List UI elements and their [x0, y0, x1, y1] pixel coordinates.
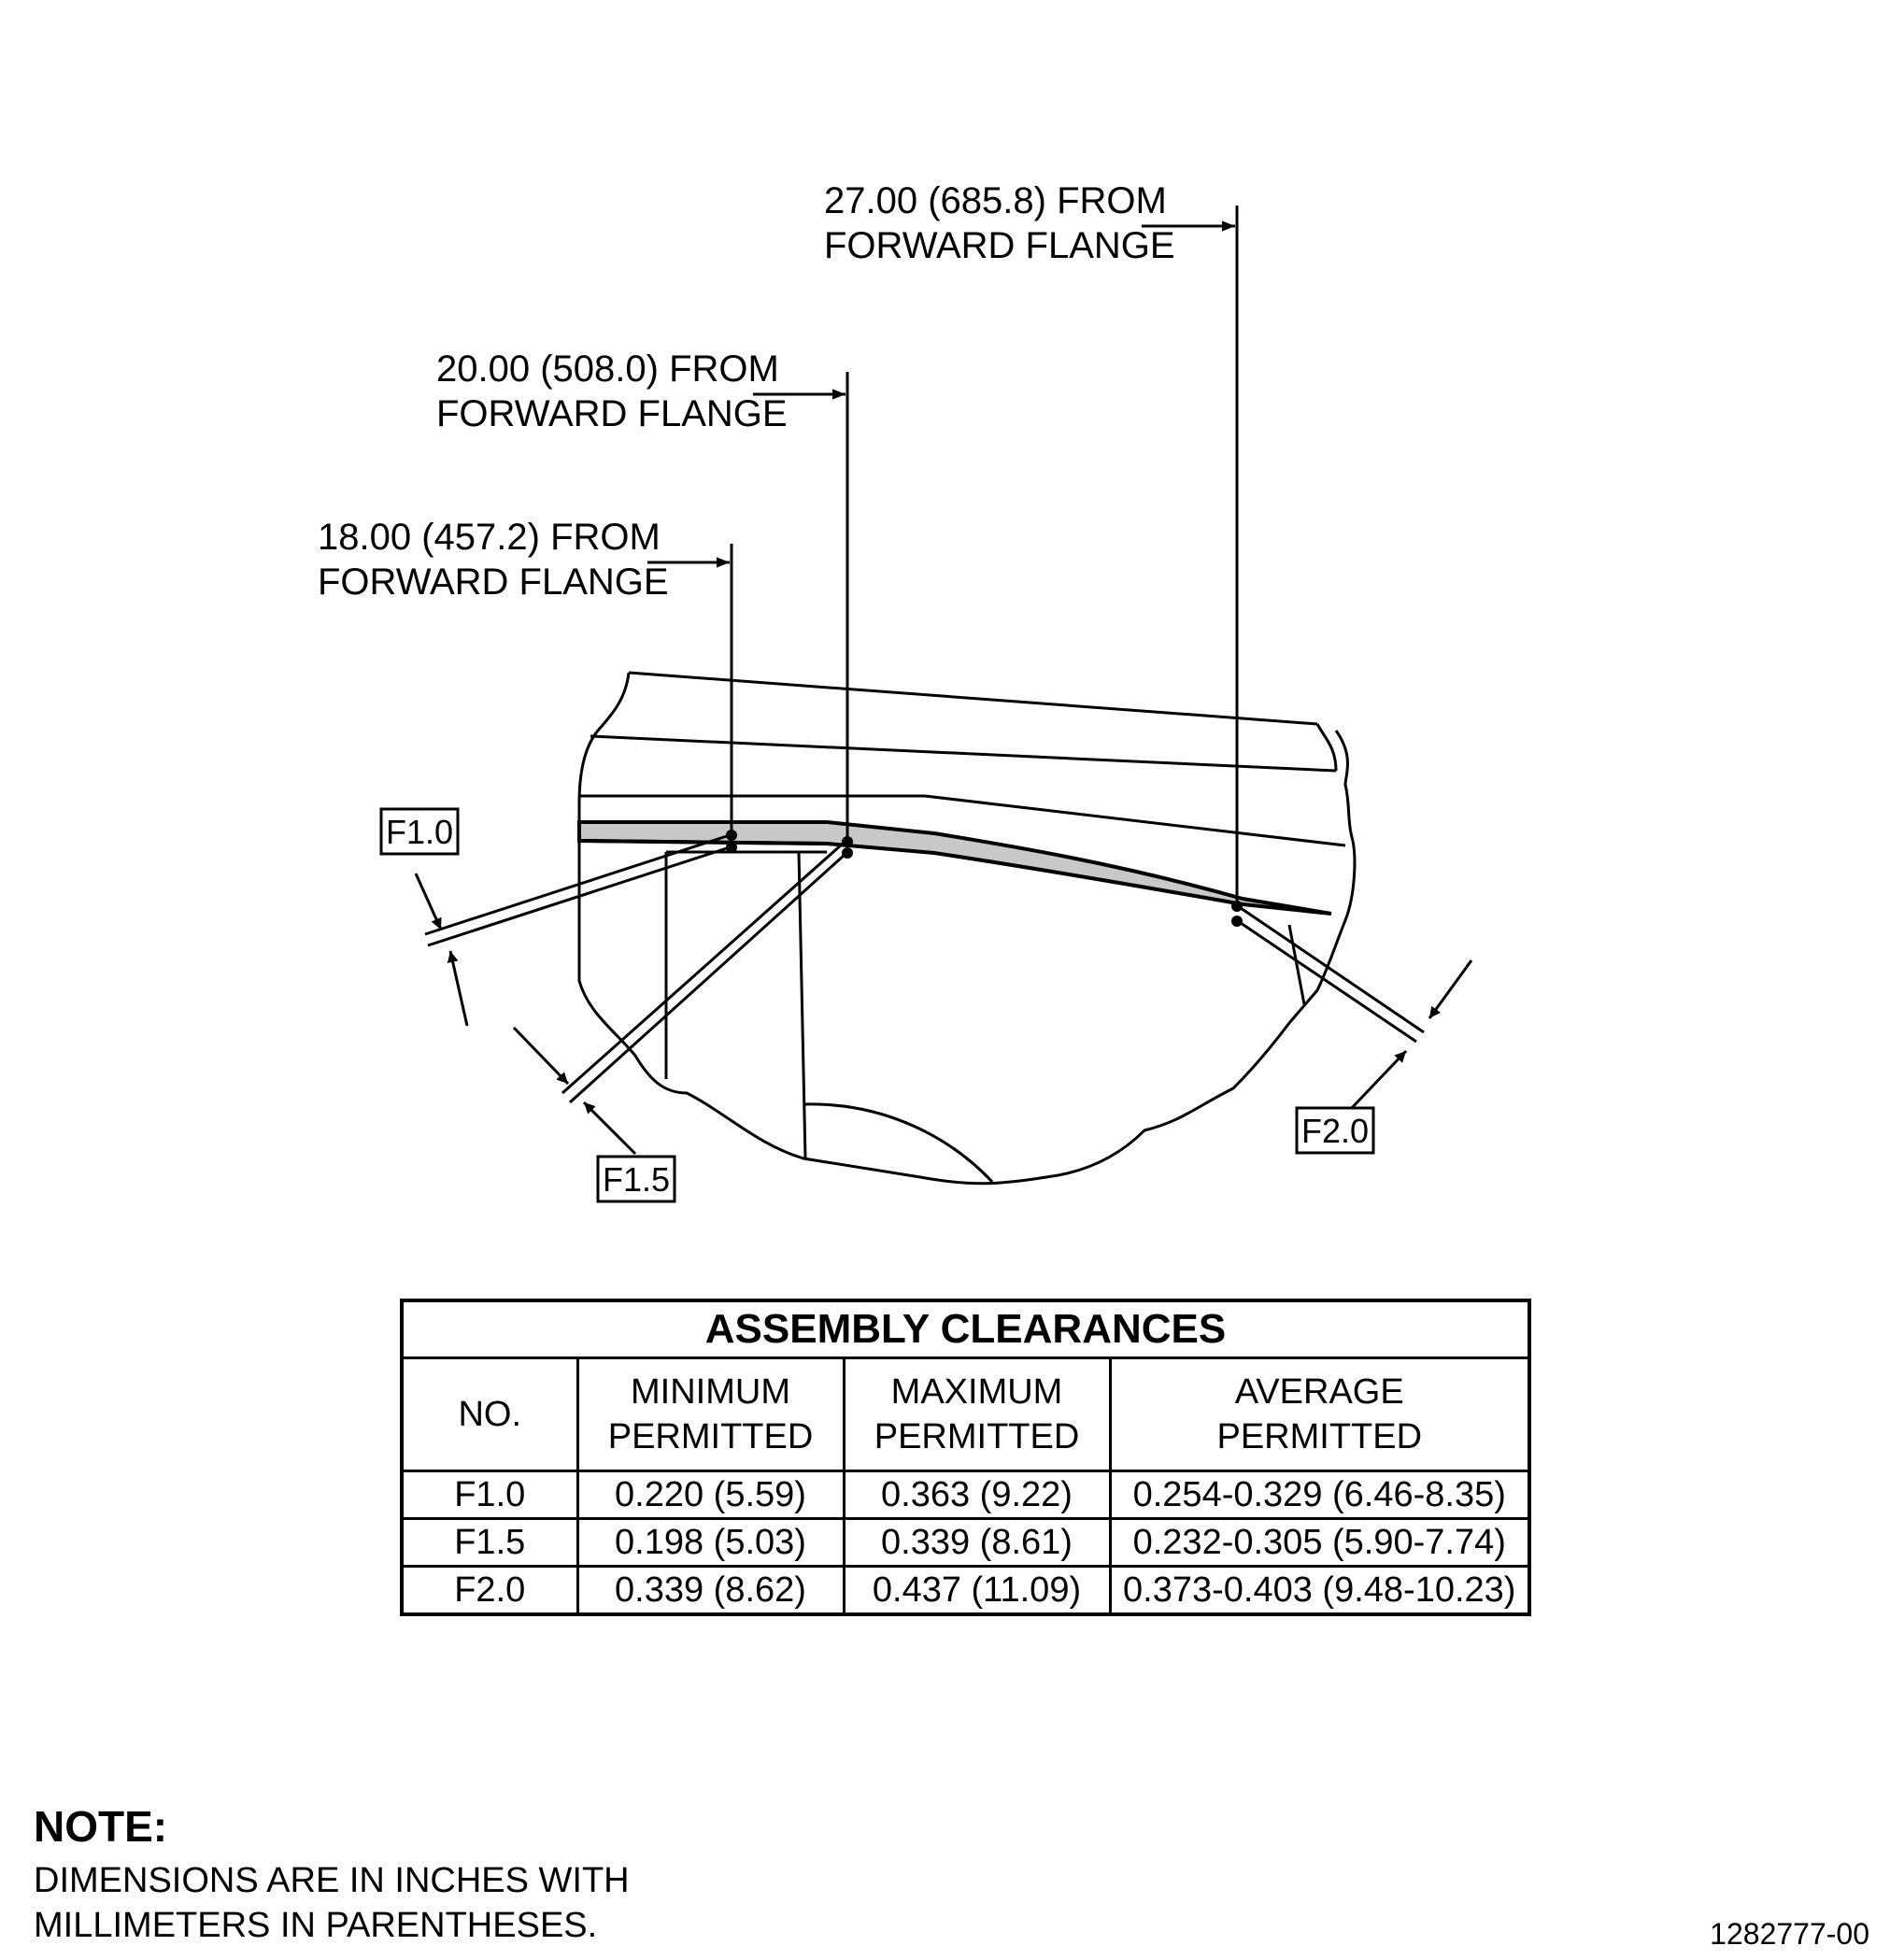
svg-text:20.00 (508.0) FROM: 20.00 (508.0) FROM — [436, 348, 779, 390]
outer-edge — [628, 671, 1318, 726]
row-max: 0.437 (11.09) — [842, 1565, 1112, 1616]
svg-text:F1.0: F1.0 — [386, 813, 453, 851]
row-max: 0.339 (8.61) — [842, 1517, 1112, 1568]
station-lines — [730, 206, 1239, 906]
row-no: F1.0 — [400, 1470, 579, 1520]
note-line-1: DIMENSIONS ARE IN INCHES WITH — [34, 1861, 630, 1900]
inner-line-3 — [924, 794, 1346, 847]
part-section — [577, 671, 1357, 1186]
row-no: F1.5 — [400, 1517, 579, 1568]
callout-arrows — [647, 220, 1235, 568]
gauge-f10 — [414, 833, 731, 1027]
row-max: 0.363 (9.22) — [842, 1470, 1112, 1520]
col-header-no: NO. — [400, 1356, 579, 1472]
row-min: 0.339 (8.62) — [576, 1565, 846, 1616]
point-f20-lower — [1231, 916, 1243, 927]
table-title: ASSEMBLY CLEARANCES — [400, 1299, 1531, 1359]
document-number: 1282777-00 — [1710, 1917, 1869, 1951]
note-title: NOTE: — [34, 1802, 168, 1851]
row-avg: 0.232-0.305 (5.90-7.74) — [1108, 1517, 1531, 1568]
cavity-arc — [804, 1102, 994, 1184]
callout-18: 18.00 (457.2) FROM FORWARD FLANGE — [318, 517, 669, 603]
row-min: 0.198 (5.03) — [576, 1517, 846, 1568]
gauge-f20 — [1240, 906, 1473, 1114]
svg-text:F1.5: F1.5 — [603, 1160, 670, 1199]
callout-20: 20.00 (508.0) FROM FORWARD FLANGE — [436, 348, 788, 434]
table-row: F1.5 0.198 (5.03) 0.339 (8.61) 0.232-0.3… — [400, 1517, 1531, 1568]
row-min: 0.220 (5.59) — [576, 1470, 846, 1520]
table-row: F2.0 0.339 (8.62) 0.437 (11.09) 0.373-0.… — [400, 1565, 1531, 1616]
tag-f20: F2.0 — [1295, 1106, 1375, 1155]
svg-text:FORWARD FLANGE: FORWARD FLANGE — [318, 561, 669, 603]
break-outline — [577, 672, 1357, 1186]
clearance-band — [577, 820, 1332, 916]
inner-line-1 — [590, 734, 1337, 773]
clearance-diagram: 18.00 (457.2) FROM FORWARD FLANGE 20.00 … — [318, 180, 1473, 1203]
svg-text:27.00 (685.8) FROM: 27.00 (685.8) FROM — [824, 180, 1167, 221]
svg-text:18.00 (457.2) FROM: 18.00 (457.2) FROM — [318, 517, 661, 558]
upper-step — [1315, 723, 1338, 772]
note-line-2: MILLIMETERS IN PARENTHESES. — [34, 1906, 598, 1945]
row-avg: 0.373-0.403 (9.48-10.23) — [1108, 1565, 1531, 1616]
svg-text:F2.0: F2.0 — [1301, 1112, 1369, 1150]
row-avg: 0.254-0.329 (6.46-8.35) — [1108, 1470, 1531, 1520]
row-no: F2.0 — [400, 1565, 579, 1616]
svg-text:FORWARD FLANGE: FORWARD FLANGE — [436, 393, 788, 434]
tag-f10: F1.0 — [379, 807, 460, 856]
cavity-right-wall — [1287, 924, 1306, 1005]
callout-27: 27.00 (685.8) FROM FORWARD FLANGE — [824, 180, 1175, 266]
gauge-f15 — [512, 842, 846, 1156]
tag-f15: F1.5 — [596, 1155, 676, 1203]
cavity-mid-wall — [797, 851, 807, 1159]
table-row: F1.0 0.220 (5.59) 0.363 (9.22) 0.254-0.3… — [400, 1470, 1531, 1520]
point-f10-lower — [726, 842, 737, 853]
svg-text:FORWARD FLANGE: FORWARD FLANGE — [824, 225, 1175, 266]
